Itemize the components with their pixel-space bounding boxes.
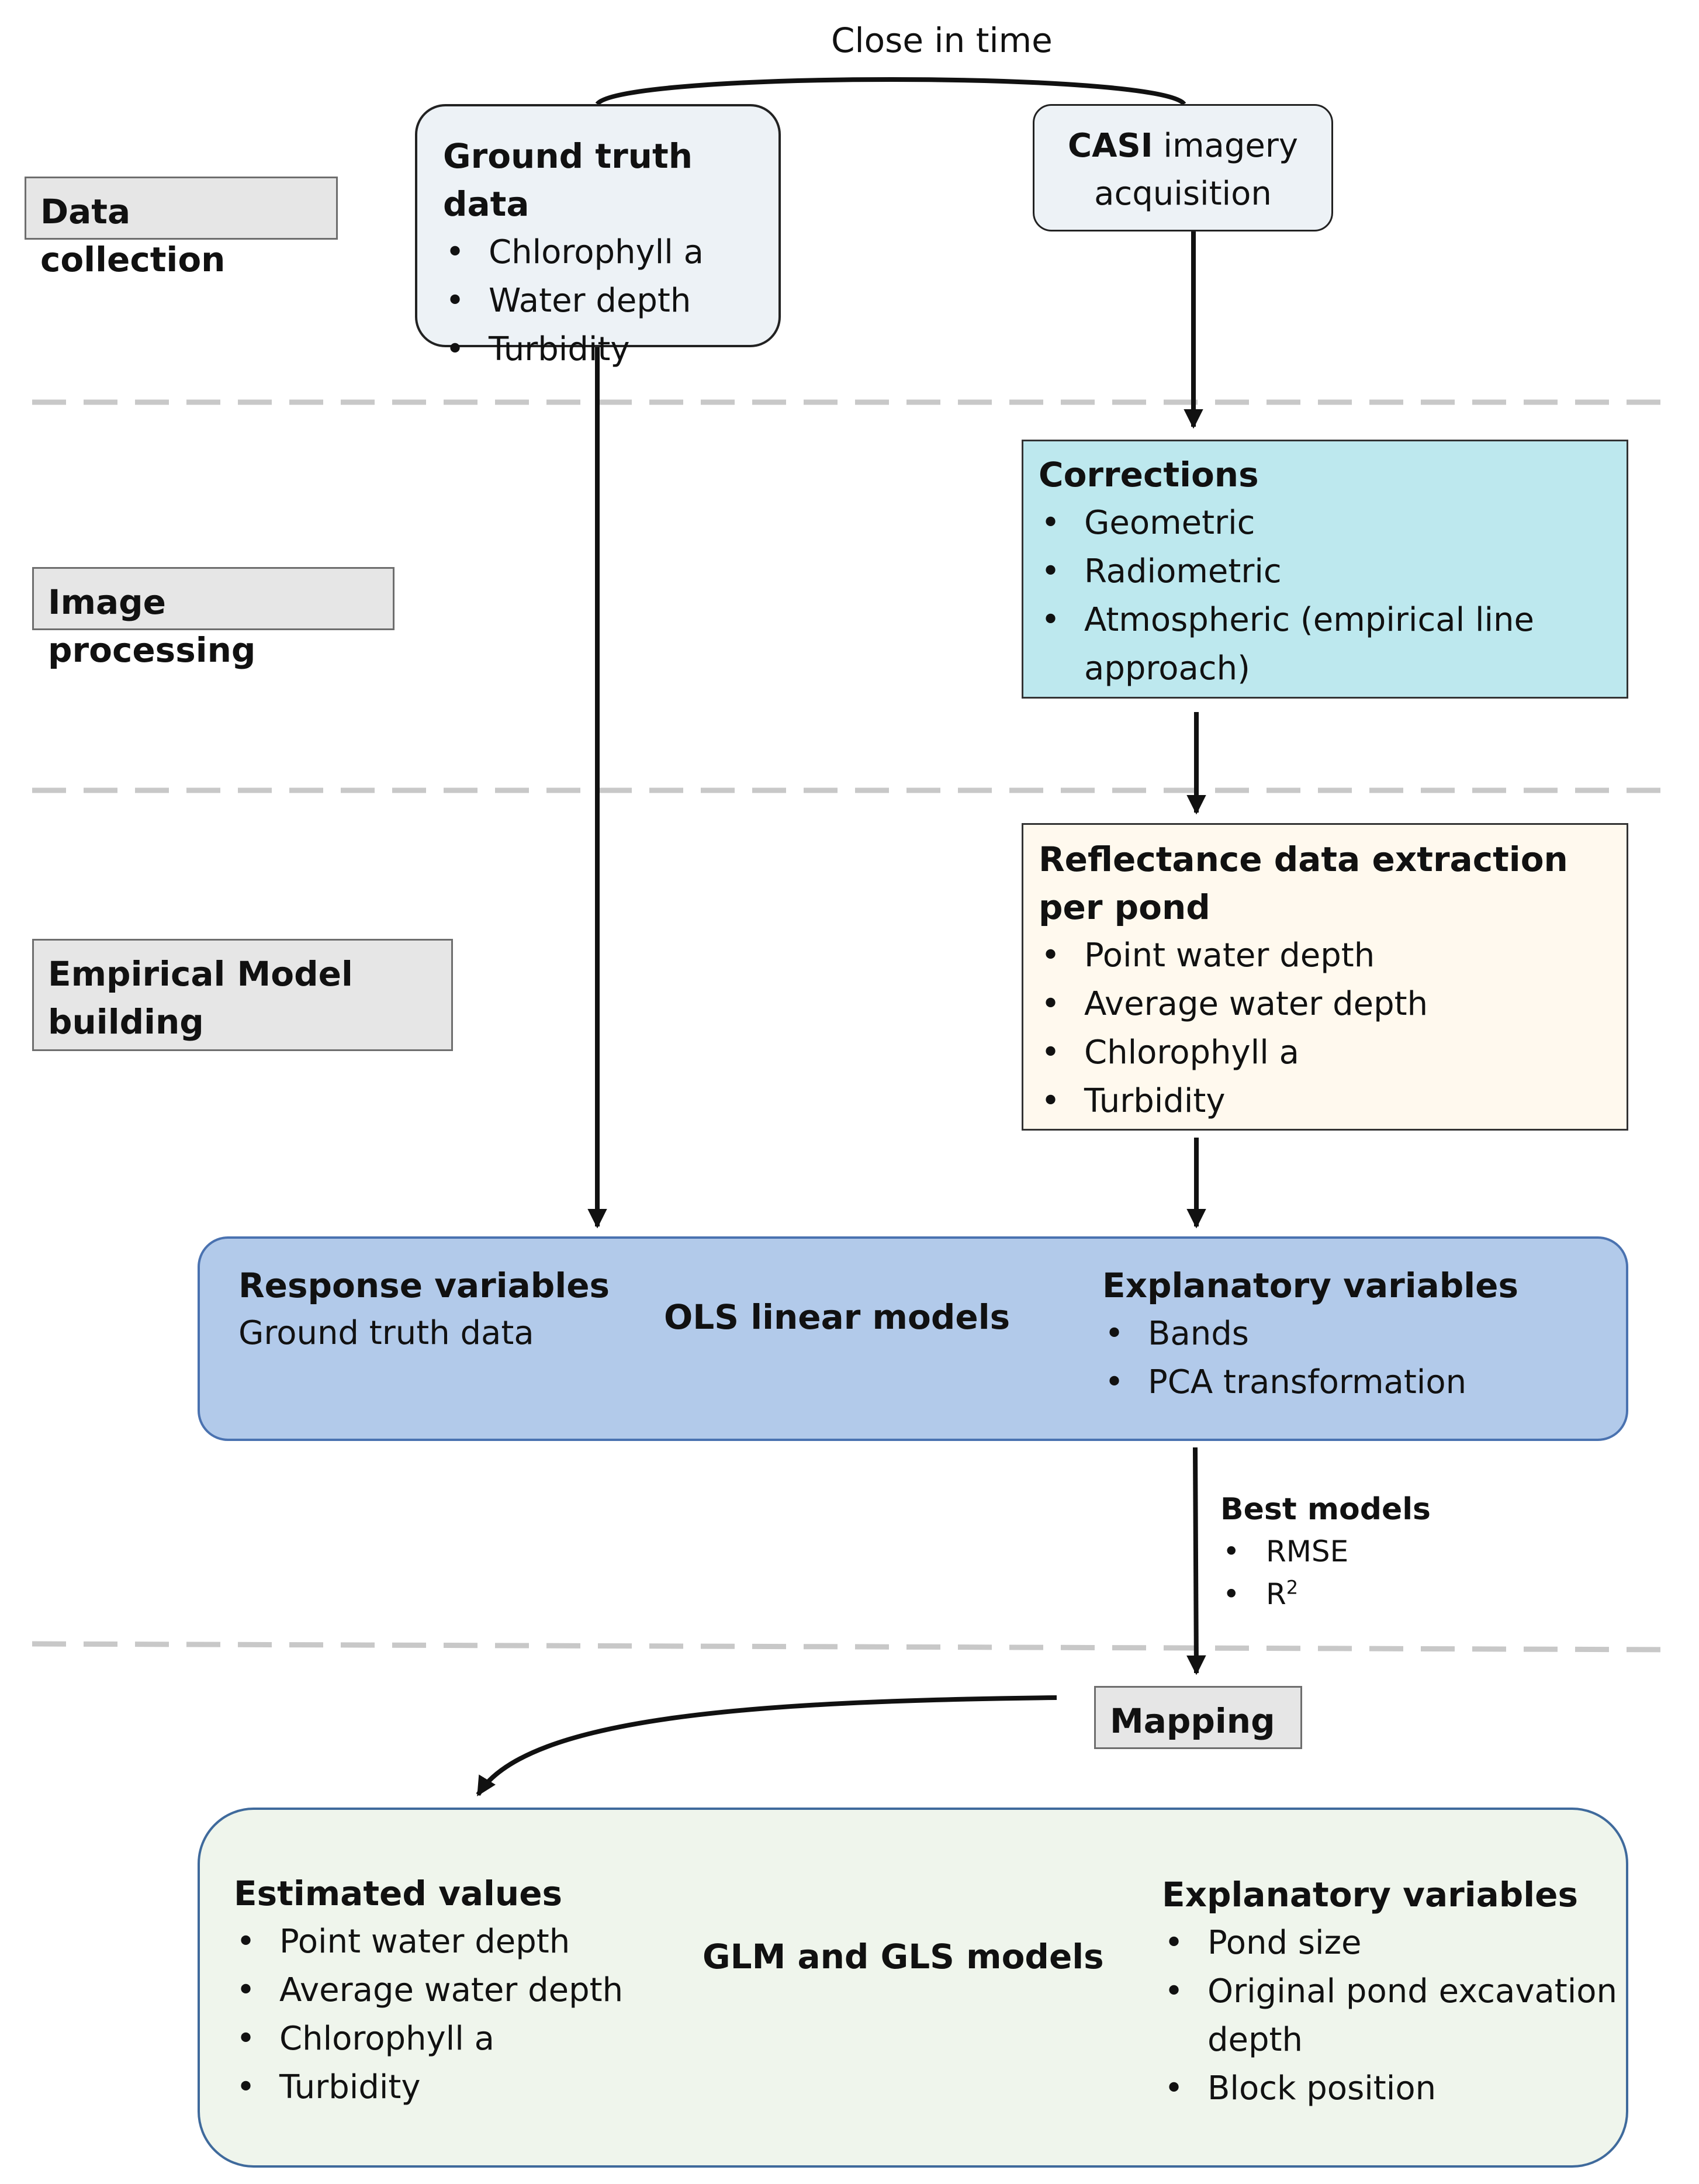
casi-title-rest: imagery acquisition <box>1094 127 1298 213</box>
best-models-list: RMSE R2 <box>1220 1530 1431 1616</box>
ground-truth-list: Chlorophyll a Water depth Turbidity <box>443 228 778 374</box>
list-item: PCA transformation <box>1102 1358 1518 1407</box>
ols-explanatory-title: Explanatory variables <box>1102 1266 1519 1305</box>
estimated-values-title: Estimated values <box>234 1874 563 1913</box>
list-item: Pond size <box>1162 1919 1624 1967</box>
separator-3 <box>32 1641 1678 1653</box>
stage-image-processing: Image processing <box>32 567 395 670</box>
ols-explanatory-list: Bands PCA transformation <box>1102 1309 1518 1407</box>
corrections-box: Corrections Geometric Radiometric Atmosp… <box>1022 440 1628 699</box>
list-item: RMSE <box>1220 1530 1431 1573</box>
mapping-label: Mapping <box>1094 1686 1302 1749</box>
list-item: Original pond excavation depth <box>1162 1967 1624 2064</box>
close-in-time-label: Close in time <box>831 20 1053 60</box>
ground-truth-box: Ground truth data Chlorophyll a Water de… <box>415 104 781 374</box>
stage-empirical-model-building: Empirical Model building <box>32 939 453 1051</box>
list-item: Turbidity <box>234 2063 623 2112</box>
stage-data-collection: Data collection <box>25 177 338 279</box>
estimated-values-list: Point water depth Average water depth Ch… <box>234 1917 623 2112</box>
best-models-title: Best models <box>1220 1492 1431 1527</box>
list-item: Turbidity <box>1039 1077 1627 1125</box>
response-variables-sub: Ground truth data <box>238 1314 534 1352</box>
list-item: Bands <box>1102 1309 1518 1358</box>
list-item: Atmospheric (empirical line approach) <box>1039 596 1565 693</box>
casi-box: CASI imagery acquisition <box>1033 104 1333 231</box>
list-item: Chlorophyll a <box>443 228 778 277</box>
ground-truth-title: Ground truth data <box>443 136 693 224</box>
ols-explanatory: Explanatory variables Bands PCA transfor… <box>1102 1262 1518 1407</box>
list-item: R2 <box>1220 1573 1431 1616</box>
response-variables-title: Response variables <box>238 1266 610 1305</box>
reflectance-title: Reflectance data extraction per pond <box>1039 839 1568 927</box>
list-item: Chlorophyll a <box>1039 1028 1627 1077</box>
glm-method-label: GLM and GLS models <box>703 1937 1104 1976</box>
close-in-time-arc <box>595 77 1186 106</box>
best-models: Best models RMSE R2 <box>1220 1488 1431 1616</box>
glm-explanatory-title: Explanatory variables <box>1162 1875 1579 1915</box>
reflectance-list: Point water depth Average water depth Ch… <box>1039 931 1627 1125</box>
list-item: Average water depth <box>234 1966 623 2014</box>
arrow-ols-to-mapping <box>1186 1447 1206 1675</box>
corrections-title: Corrections <box>1039 455 1259 495</box>
list-item: Block position <box>1162 2064 1624 2113</box>
list-item: Turbidity <box>443 325 778 374</box>
list-item: Radiometric <box>1039 547 1565 596</box>
casi-title-bold: CASI <box>1067 127 1153 165</box>
r-label: R <box>1266 1577 1286 1611</box>
ols-method-label: OLS linear models <box>664 1297 1011 1337</box>
estimated-values: Estimated values Point water depth Avera… <box>234 1869 623 2112</box>
arrow-mapping-to-glm <box>476 1695 1057 1796</box>
reflectance-box: Reflectance data extraction per pond Poi… <box>1022 823 1628 1131</box>
list-item: Point water depth <box>234 1917 623 1966</box>
list-item: Point water depth <box>1039 931 1627 980</box>
corrections-list: Geometric Radiometric Atmospheric (empir… <box>1039 499 1565 693</box>
list-item: Average water depth <box>1039 980 1627 1028</box>
list-item: Geometric <box>1039 499 1565 547</box>
glm-explanatory-list: Pond size Original pond excavation depth… <box>1162 1919 1624 2113</box>
list-item: Water depth <box>443 277 778 325</box>
r-superscript: 2 <box>1286 1576 1299 1599</box>
list-item: Chlorophyll a <box>234 2014 623 2063</box>
glm-explanatory: Explanatory variables Pond size Original… <box>1162 1871 1624 2113</box>
